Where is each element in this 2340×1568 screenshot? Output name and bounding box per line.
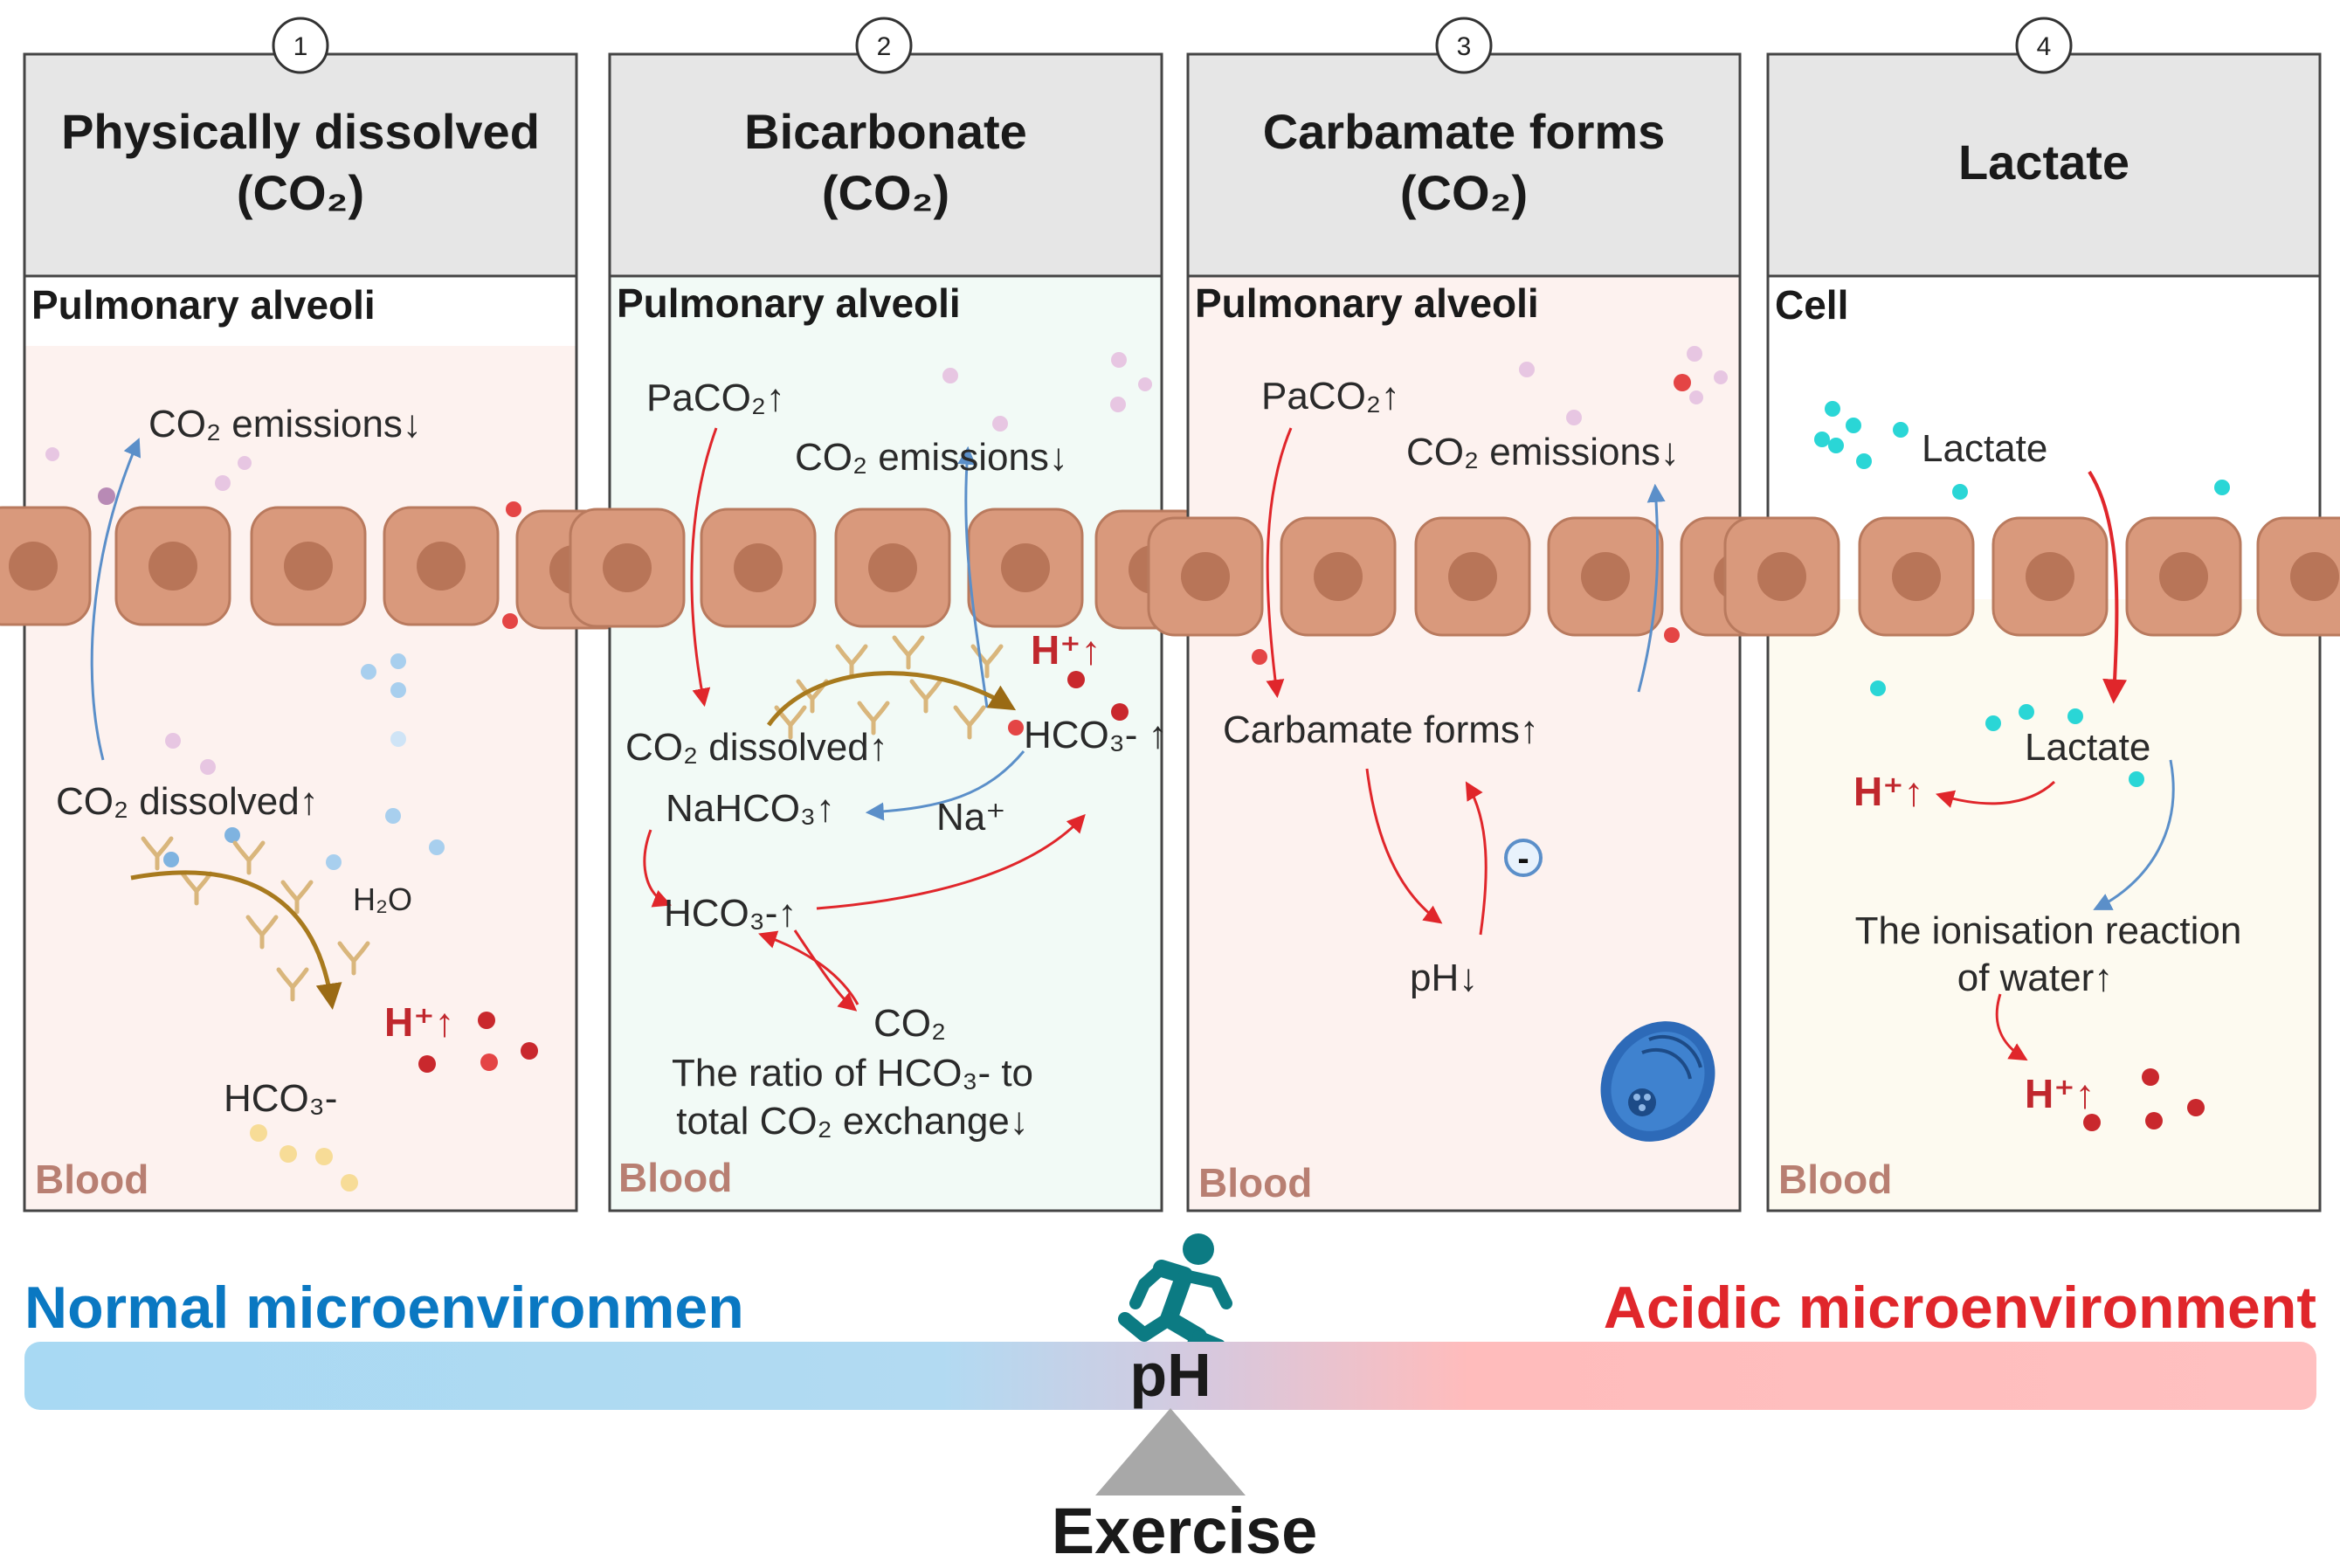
panel-4-ionisation-line2: of water↑	[1957, 957, 2114, 999]
exercise-label: Exercise	[1052, 1495, 1318, 1567]
panel-4-h-particles	[2083, 1068, 2205, 1131]
panel-3-blood-label: Blood	[1198, 1160, 1312, 1205]
panel-4-ionisation-arrow	[2093, 759, 2175, 910]
panel-2-ratio-line2: total CO₂ exchange↓	[676, 1100, 1029, 1143]
panel-4-lactate-top: Lactate	[1922, 427, 2047, 470]
panel-2-co2-emissions: CO₂ emissions↓	[795, 436, 1068, 479]
panel-2-co2: CO₂	[873, 1002, 946, 1045]
ph-scale: Normal microenvironmen Acidic microenvir…	[24, 1233, 2316, 1567]
panel-carbamate: 3 Carbamate forms (CO₂) Pulmonary alveol…	[1147, 17, 1797, 1212]
panel-bicarbonate: 2 Bicarbonate (CO₂) Pulmonary alveoli	[569, 17, 1211, 1212]
panel-4-lactate-mid: Lactate	[2025, 726, 2150, 769]
panel-4-h-arrow-2	[1995, 993, 2028, 1061]
panel-2-paco2: PaCO₂↑	[646, 376, 785, 419]
panel-2-na-arrow	[865, 750, 1025, 821]
panel-4-header	[1766, 52, 2322, 278]
panel-2-na-plus: Na⁺	[936, 796, 1005, 839]
panel-2-header	[608, 52, 1163, 278]
panel-4-h-arrow-1	[1935, 780, 2056, 808]
panel-3-alveolar-cells	[1147, 516, 1797, 637]
panel-2-hco3-up: HCO₃- ↑	[1024, 714, 1168, 756]
panel-2-blood-label: Blood	[618, 1155, 732, 1200]
panel-3-return-arrow	[1465, 781, 1488, 936]
minus-icon: -	[1504, 839, 1543, 878]
panel-4-number-badge	[2015, 17, 2073, 74]
panel-3-emission-arrow	[1637, 483, 1666, 693]
panel-2-co2-dissolved: CO₂ dissolved↑	[625, 726, 888, 769]
panel-3-carbamate: Carbamate forms↑	[1223, 708, 1539, 751]
panel-3-paco2: PaCO₂↑	[1261, 375, 1400, 418]
panel-1-hco3: HCO₃-	[224, 1077, 337, 1120]
panel-2-emission-arrow	[957, 446, 989, 708]
panel-3-co2-emissions: CO₂ emissions↓	[1406, 431, 1680, 473]
panel-2-paco2-arrow	[690, 427, 718, 708]
panel-2-number-badge	[855, 17, 913, 74]
panel-1-co2-dissolved: CO₂ dissolved↑	[56, 780, 319, 823]
panel-3-number-badge	[1435, 17, 1493, 74]
panel-physically-dissolved: 1 Physically dissolved (CO₂) Pulmonary a…	[0, 17, 632, 1212]
panel-3-paco2-arrow	[1266, 427, 1293, 699]
panel-1-blood-label: Blood	[35, 1157, 148, 1202]
panel-3-title-line2: (CO₂)	[1400, 165, 1528, 220]
panel-2-co2-arrow-up	[758, 930, 859, 1005]
panel-1-h-plus: H⁺↑	[384, 999, 455, 1045]
panel-1-number-badge	[272, 17, 329, 74]
panel-4-lactate-particles	[1814, 401, 2230, 787]
panel-4-section-label: Cell	[1775, 282, 1848, 328]
panel-4-number: 4	[2037, 32, 2052, 61]
panel-2-gold-arrow	[766, 671, 1017, 727]
panel-1-particles	[45, 447, 538, 1192]
panel-3-ph-arrow	[1365, 768, 1443, 924]
panel-4-ionisation-line1: The ionisation reaction	[1855, 909, 2242, 952]
cell-organelle-icon	[1600, 1021, 1715, 1142]
panel-1-title-line1: Physically dissolved	[61, 104, 540, 159]
panel-2-alveolar-cells	[569, 508, 1211, 630]
panel-1-co2-emissions: CO₂ emissions↓	[148, 403, 422, 446]
panel-2-ratio-line1: The ratio of HCO₃- to	[672, 1052, 1033, 1095]
panel-4-blood-label: Blood	[1778, 1157, 1892, 1202]
panel-4-lactate-arrow	[2088, 470, 2128, 704]
panel-2-hco3-up2: HCO₃-↑	[664, 892, 797, 935]
fulcrum-triangle	[1095, 1408, 1246, 1495]
panel-1-water: H₂O	[353, 881, 412, 917]
panel-1-title-line2: (CO₂)	[237, 165, 364, 220]
panel-2-hco3-arrow	[816, 813, 1086, 910]
panel-3-header	[1186, 52, 1742, 278]
normal-microenvironment-label: Normal microenvironmen	[24, 1274, 744, 1341]
panel-2-nahco3-arrow	[643, 829, 672, 908]
ph-label: pH	[1129, 1341, 1211, 1409]
panel-2-particles	[942, 352, 1152, 736]
acidic-microenvironment-label: Acidic microenvironment	[1604, 1274, 2316, 1341]
panel-2-nahco3: NaHCO₃↑	[666, 787, 835, 830]
panel-1-gold-arrow	[130, 870, 342, 1010]
panel-1-section-label: Pulmonary alveoli	[31, 282, 376, 328]
panel-lactate: 4 Lactate Cell	[1723, 17, 2340, 1212]
panel-1-header	[23, 52, 578, 278]
panel-2-section-label: Pulmonary alveoli	[617, 280, 961, 326]
panel-3-particles	[1252, 346, 1728, 665]
panel-3-ph-down: pH↓	[1410, 957, 1478, 999]
panel-4-h-plus-1: H⁺↑	[1853, 769, 1924, 814]
svg-text:-: -	[1517, 839, 1529, 878]
panel-2-co2-arrow-down	[793, 929, 858, 1012]
panel-3-section-label: Pulmonary alveoli	[1195, 280, 1539, 326]
panel-2-h-plus: H⁺↑	[1031, 627, 1101, 673]
panel-2-number: 2	[877, 32, 892, 61]
panel-3-number: 3	[1457, 32, 1472, 61]
panel-1-number: 1	[293, 32, 308, 61]
panel-2-title-line2: (CO₂)	[822, 165, 949, 220]
panel-4-title-line1: Lactate	[1958, 135, 2129, 190]
panel-2-title-line1: Bicarbonate	[744, 104, 1027, 159]
panel-4-h-plus-2: H⁺↑	[2025, 1071, 2095, 1116]
panel-1-emission-arrow	[90, 438, 142, 761]
panel-3-title-line1: Carbamate forms	[1263, 104, 1666, 159]
ph-gradient-bar	[24, 1342, 2316, 1410]
